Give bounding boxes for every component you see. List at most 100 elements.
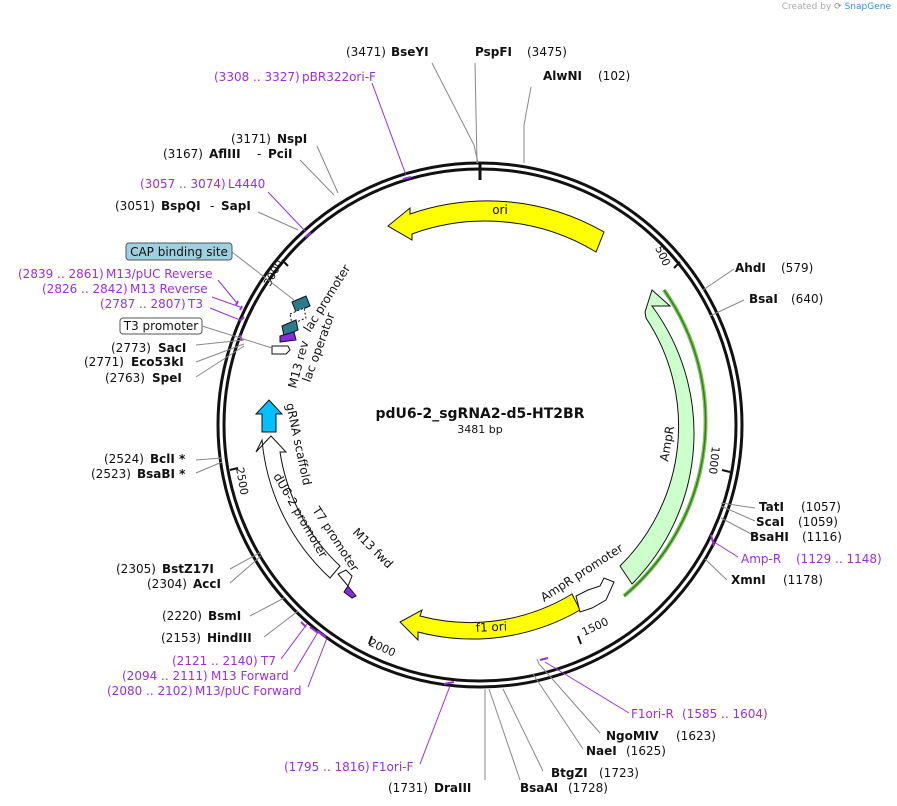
lac-operator-feature[interactable] bbox=[281, 319, 299, 337]
enzyme-name-draiii[interactable]: DraIII bbox=[434, 781, 471, 795]
enzyme-name-tati[interactable]: TatI bbox=[759, 500, 784, 514]
enzyme-pos-spei: (2763) bbox=[105, 371, 145, 385]
enzyme-name-bsai[interactable]: BsaI bbox=[749, 292, 778, 306]
enzyme-pos-scai: (1059) bbox=[798, 515, 838, 529]
t3-promoter-leader bbox=[201, 325, 273, 349]
enzyme-pos-hindiii: (2153) bbox=[161, 631, 201, 645]
enzyme-name-naei[interactable]: NaeI bbox=[586, 744, 617, 758]
primer-name-amp-r[interactable]: Amp-R bbox=[741, 552, 781, 566]
f1-ori-feature[interactable] bbox=[399, 593, 581, 642]
enzyme-pos-bsai: (640) bbox=[791, 292, 823, 306]
cap-binding-site-tag[interactable]: CAP binding site bbox=[125, 242, 233, 261]
enzyme-name-pspfi[interactable]: PspFI bbox=[475, 45, 512, 59]
primer-range-l4440: (3057 .. 3074) bbox=[140, 177, 226, 191]
primer-range-pbr322ori-f: (3308 .. 3327) bbox=[214, 70, 300, 84]
tick-label-2500: 2500 bbox=[233, 466, 251, 496]
enzyme-name-acci[interactable]: AccI bbox=[193, 577, 221, 591]
enzyme-pos-draiii: (1731) bbox=[388, 781, 428, 795]
lac-promoter-feature[interactable] bbox=[289, 307, 307, 325]
tick-2500: 2500 bbox=[229, 466, 251, 496]
primer-name-m13-forward[interactable]: M13 Forward bbox=[211, 669, 289, 683]
plasmid-length: 3481 bp bbox=[457, 423, 502, 436]
primer-name-f1ori-r[interactable]: F1ori-R bbox=[631, 707, 674, 721]
enzyme-name-bsaai[interactable]: BsaAI bbox=[520, 781, 558, 795]
enzyme-name-spei[interactable]: SpeI bbox=[152, 371, 182, 385]
primer-name-t7[interactable]: T7 bbox=[260, 654, 276, 668]
primer-range-t3: (2787 .. 2807) bbox=[100, 297, 186, 311]
primer-range-amp-r: (1129 .. 1148) bbox=[796, 552, 882, 566]
enzyme-name-bseyi[interactable]: BseYI bbox=[391, 45, 429, 59]
primer-name-m13puc-reverse[interactable]: M13/pUC Reverse bbox=[106, 267, 213, 281]
primer-range-m13-reverse: (2826 .. 2842) bbox=[42, 282, 128, 296]
enzyme-name-ahdi[interactable]: AhdI bbox=[735, 261, 766, 275]
m13-rev-feature[interactable] bbox=[279, 331, 297, 343]
primer-range-t7: (2121 .. 2140) bbox=[172, 654, 258, 668]
enzyme-name-bcli[interactable]: BclI * bbox=[150, 452, 186, 466]
enzyme-name-afliii[interactable]: AflIII bbox=[209, 147, 241, 161]
enzyme-sep-afliii: - bbox=[257, 147, 261, 161]
primer-leaders bbox=[209, 82, 739, 765]
enzyme-pos-saci: (2773) bbox=[111, 341, 151, 355]
enzyme-name-nspi[interactable]: NspI bbox=[277, 132, 307, 146]
enzyme-pos-bsmi: (2220) bbox=[162, 609, 202, 623]
enzyme-pos-bsabi: (2523) bbox=[91, 467, 131, 481]
enzyme-pos-bcli: (2524) bbox=[104, 452, 144, 466]
primer-name-t3[interactable]: T3 bbox=[187, 297, 203, 311]
ori-feature[interactable] bbox=[387, 200, 605, 253]
tick-label-500: 500 bbox=[652, 244, 673, 269]
credit-brand: SnapGene bbox=[844, 2, 891, 12]
snapgene-credit: Created by ⟳ SnapGene bbox=[782, 2, 891, 12]
f1-ori-label: f1 ori bbox=[475, 619, 507, 635]
t3-promoter-feature[interactable] bbox=[271, 345, 291, 355]
enzyme-name-bspqi[interactable]: BspQI bbox=[161, 199, 201, 213]
primer-name-l4440[interactable]: L4440 bbox=[228, 177, 265, 191]
enzyme-pos-xmni: (1178) bbox=[783, 573, 823, 587]
enzyme-name-sapi[interactable]: SapI bbox=[221, 199, 251, 213]
primer-range-f1ori-f: (1795 .. 1816) bbox=[284, 760, 370, 774]
enzyme-name-bsabi[interactable]: BsaBI * bbox=[137, 467, 186, 481]
primer-range-m13-forward: (2094 .. 2111) bbox=[122, 669, 208, 683]
tick-label-1500: 1500 bbox=[580, 615, 611, 639]
primer-name-m13-reverse[interactable]: M13 Reverse bbox=[130, 282, 208, 296]
enzyme-pos-tati: (1057) bbox=[801, 500, 841, 514]
enzyme-name-eco53ki[interactable]: Eco53kI bbox=[131, 355, 184, 369]
cap-leader bbox=[231, 251, 295, 301]
cap-binding-site-label: CAP binding site bbox=[130, 245, 228, 259]
enzyme-pos-bseyi: (3471) bbox=[346, 45, 386, 59]
ampr-promoter-feature[interactable] bbox=[575, 577, 615, 613]
enzyme-name-ngomiv[interactable]: NgoMIV bbox=[606, 729, 659, 743]
enzyme-pos-eco53ki: (2771) bbox=[84, 355, 124, 369]
enzyme-name-bsmi[interactable]: BsmI bbox=[208, 609, 241, 623]
t7-promoter-feature[interactable] bbox=[337, 569, 353, 587]
enzyme-pos-btgzi: (1723) bbox=[599, 766, 639, 780]
du6-promoter-feature[interactable] bbox=[255, 435, 341, 579]
enzyme-name-scai[interactable]: ScaI bbox=[756, 515, 784, 529]
enzyme-pos-bsaai: (1728) bbox=[568, 781, 608, 795]
enzyme-pos-acci: (2304) bbox=[147, 577, 187, 591]
enzyme-name-saci[interactable]: SacI bbox=[158, 341, 186, 355]
enzyme-name-xmni[interactable]: XmnI bbox=[731, 573, 766, 587]
enzyme-sep-bspqi: - bbox=[210, 199, 214, 213]
t3-promoter-tag[interactable]: T3 promoter bbox=[119, 317, 203, 335]
grna-scaffold-feature[interactable] bbox=[254, 399, 284, 433]
enzyme-name-hindiii[interactable]: HindIII bbox=[207, 631, 252, 645]
enzyme-pos-afliii: (3167) bbox=[163, 147, 203, 161]
plasmid-name: pdU6-2_sgRNA2-d5-HT2BR bbox=[376, 406, 585, 422]
t3-promoter-tag-label: T3 promoter bbox=[123, 319, 199, 333]
m13-fwd-feature[interactable] bbox=[343, 585, 357, 599]
enzyme-name-bstz17i[interactable]: BstZ17I bbox=[162, 562, 214, 576]
primer-range-m13puc-forward: (2080 .. 2102) bbox=[107, 684, 193, 698]
enzyme-name-bsahi[interactable]: BsaHI bbox=[750, 530, 789, 544]
cap-site-feature[interactable] bbox=[291, 295, 311, 313]
ampr-primer-track-inner bbox=[623, 289, 707, 597]
primer-name-f1ori-f[interactable]: F1ori-F bbox=[372, 760, 413, 774]
enzyme-name-alwni[interactable]: AlwNI bbox=[543, 69, 582, 83]
ampr-feature[interactable] bbox=[619, 289, 695, 585]
primer-name-m13puc-forward[interactable]: M13/pUC Forward bbox=[195, 684, 302, 698]
primer-name-pbr322ori-f[interactable]: pBR322ori-F bbox=[302, 70, 376, 84]
enzyme-pos-nspi: (3171) bbox=[231, 132, 271, 146]
enzyme-name-pcii[interactable]: PciI bbox=[268, 147, 293, 161]
enzyme-name-btgzi[interactable]: BtgZI bbox=[551, 766, 588, 780]
grna-label: gRNA scaffold bbox=[283, 402, 314, 487]
